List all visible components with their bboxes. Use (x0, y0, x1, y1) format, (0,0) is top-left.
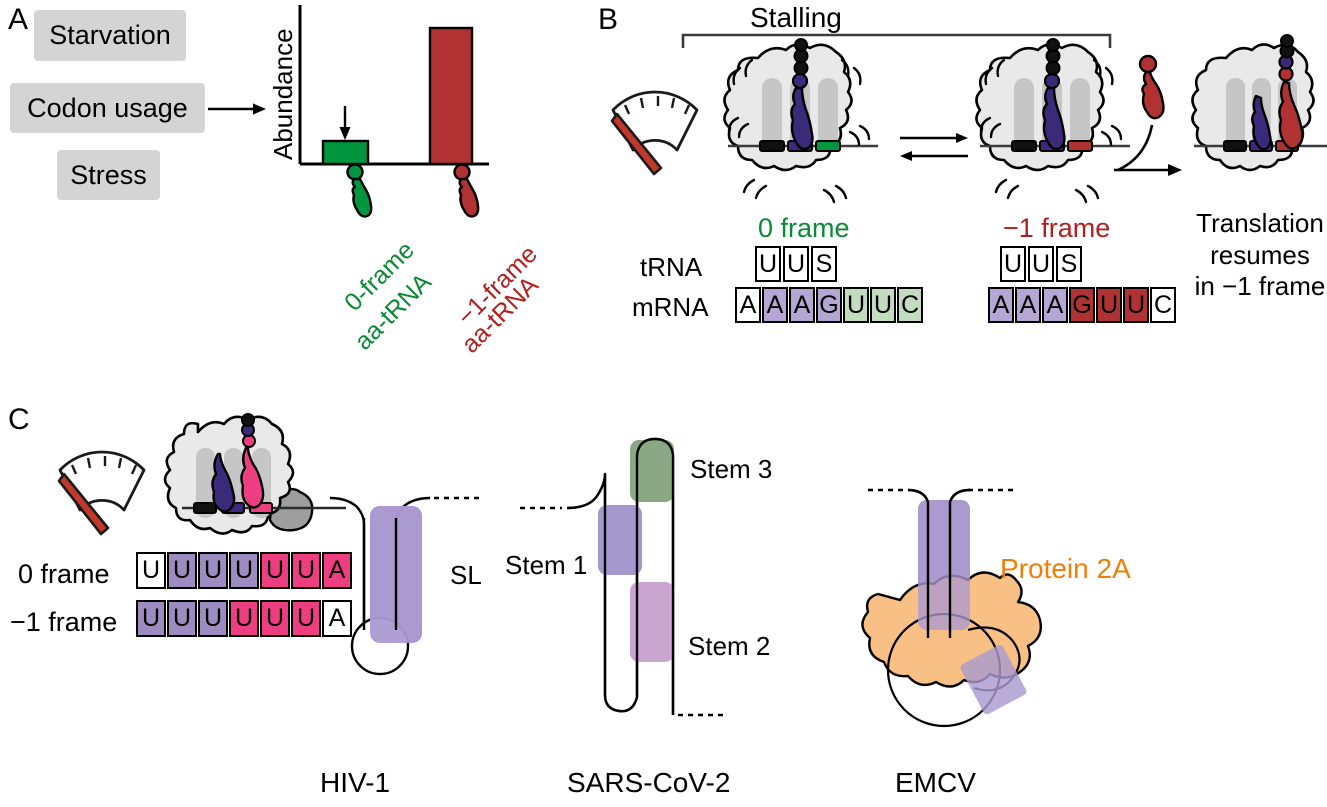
input-box-codon-usage-label: Codon usage (27, 92, 188, 123)
bar-minus1-frame (428, 26, 474, 166)
panel-c-letter: C (8, 403, 30, 436)
y-axis-label-abundance: Abundance (268, 28, 298, 160)
outcome-line-2: resumes (1210, 239, 1310, 270)
resume-curved-arrow-icon (1114, 124, 1182, 176)
virus-name-hiv: HIV-1 (320, 767, 391, 798)
bar-0-frame (321, 139, 370, 166)
hiv-codon-box: U (229, 552, 259, 589)
trna-box: S (1056, 246, 1082, 282)
equilibrium-arrow-icon (900, 133, 968, 161)
trna-box: U (783, 246, 809, 282)
mrna-box: G (816, 287, 842, 323)
hiv-codon-box: A (322, 552, 352, 589)
input-box-starvation: Starvation (34, 10, 186, 61)
input-box-stress-label: Stress (70, 159, 147, 190)
hiv-codon-box: U (260, 552, 290, 589)
mrna-box: C (1150, 287, 1176, 323)
panel-a-arrow-icon (208, 103, 266, 115)
mrna-box: U (843, 287, 869, 323)
row-label-trna: tRNA (640, 252, 703, 282)
hiv-frame-label-0: 0 frame (18, 559, 110, 589)
panel-b-letter: B (598, 3, 619, 36)
trna-box: U (1028, 246, 1054, 282)
ribosome-frameshift-c (163, 413, 346, 535)
stalling-label: Stalling (750, 2, 842, 33)
mrna-box: A (762, 287, 788, 323)
trna-box: U (755, 246, 781, 282)
ribosome-minus1-frame (975, 38, 1130, 204)
mrna-box: G (1069, 287, 1095, 323)
trna-box: S (811, 246, 837, 282)
hiv-codon-box: U (136, 552, 166, 589)
virus-name-emcv: EMCV (895, 767, 976, 798)
trna-box: U (1000, 246, 1026, 282)
hiv-codon-box: U (136, 600, 166, 637)
outcome-text: Translation resumes in −1 frame (1190, 208, 1327, 303)
stem2-block (630, 582, 674, 662)
mrna-box: A (789, 287, 815, 323)
input-box-starvation-label: Starvation (49, 20, 171, 50)
stalling-bracket (681, 33, 1112, 48)
frame-label-minus1-frame: −1 frame (1003, 213, 1111, 243)
emcv-structure (861, 488, 1042, 728)
hiv-codon-box: A (322, 600, 352, 637)
slow-speed-gauge-icon-b (610, 90, 699, 176)
hiv-codon-box: U (229, 600, 259, 637)
trna-glyph-minus1-frame (453, 163, 480, 218)
hiv-frame-label-minus1: −1 frame (10, 607, 118, 637)
sars-stem3-label: Stem 3 (690, 454, 773, 484)
hiv-codon-box: U (291, 600, 321, 637)
sars-pseudoknot-structure (520, 437, 725, 717)
trna-glyph-0-frame (346, 163, 373, 218)
mrna-box: U (870, 287, 896, 323)
panel-a-letter: A (8, 3, 29, 36)
codon-mark-e-site (759, 140, 785, 152)
frame-label-0-frame: 0 frame (758, 213, 850, 243)
emcv-inner-stem-block (960, 645, 1027, 715)
hiv-stem-loop-structure (329, 496, 482, 676)
virus-name-sars: SARS-CoV-2 (567, 767, 731, 798)
sars-stem1-label: Stem 1 (505, 550, 588, 580)
emcv-protein2a-label: Protein 2A (1000, 553, 1131, 584)
row-label-mrna: mRNA (632, 292, 709, 322)
stem1-block (598, 505, 642, 575)
ribosome-resumed (1191, 34, 1327, 172)
hiv-codon-box: U (260, 600, 290, 637)
codon-mark-a-site (815, 140, 841, 152)
input-box-stress: Stress (57, 150, 160, 200)
hiv-codon-box: U (198, 552, 228, 589)
hiv-structure-label-sl: SL (450, 560, 482, 590)
mrna-box: A (1015, 287, 1041, 323)
mrna-box: C (897, 287, 923, 323)
hiv-codon-box: U (198, 600, 228, 637)
sars-stem2-label: Stem 2 (688, 631, 771, 661)
hiv-codon-box: U (167, 600, 197, 637)
mrna-box: A (988, 287, 1014, 323)
stem3-block (630, 440, 674, 502)
slow-speed-gauge-icon-c (57, 450, 146, 536)
outcome-line-3: in −1 frame (1194, 271, 1326, 302)
hiv-codon-box: U (291, 552, 321, 589)
ribosome-0-frame (723, 38, 878, 204)
hiv-codon-box: U (167, 552, 197, 589)
mrna-box: U (1096, 287, 1122, 323)
abundance-bar-chart (298, 5, 489, 166)
mrna-box: U (1123, 287, 1149, 323)
outcome-line-1: Translation (1196, 208, 1324, 238)
input-box-codon-usage: Codon usage (10, 83, 205, 133)
mrna-box: A (735, 287, 761, 323)
incoming-aa-trna-red (1138, 54, 1165, 120)
mrna-box: A (1042, 287, 1068, 323)
decrease-arrow-icon (339, 106, 351, 140)
